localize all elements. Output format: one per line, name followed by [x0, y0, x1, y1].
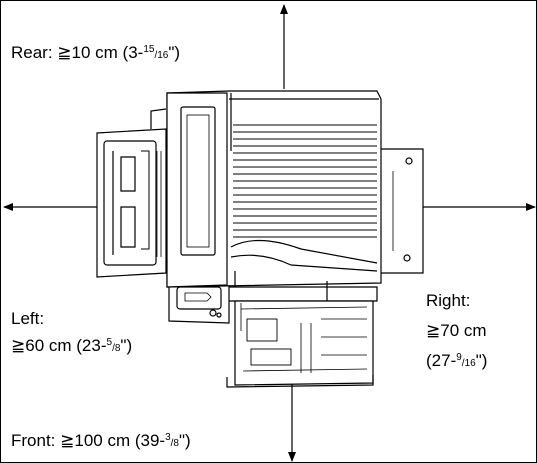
left-clearance-suffix: ") — [120, 336, 133, 355]
right-fraction: 9/16 — [456, 352, 476, 370]
right-fraction-numerator: 9 — [456, 352, 462, 363]
right-clearance-suffix: ") — [475, 351, 488, 370]
right-clearance-title: Right: — [426, 291, 471, 310]
right-fraction-denominator: 16 — [464, 358, 476, 369]
rear-clearance-label: Rear: ≧10 cm (3-15/16") — [11, 43, 180, 66]
left-fraction-numerator: 5 — [106, 337, 113, 348]
rear-clearance-suffix: ") — [168, 43, 181, 62]
left-fraction: 5/8 — [106, 337, 121, 355]
right-clearance-label: Right: ≧70 cm (27-9/16") — [426, 286, 487, 379]
right-clearance-metric: ≧70 cm — [426, 321, 487, 340]
rear-clearance-text: Rear: ≧10 cm (3- — [11, 43, 144, 62]
front-clearance-suffix: ") — [178, 431, 191, 450]
rear-fraction-numerator: 15 — [143, 44, 155, 55]
rear-fraction-denominator: 16 — [157, 50, 169, 61]
right-clearance-text: (27- — [426, 351, 457, 370]
front-fraction-denominator: 8 — [173, 438, 179, 449]
left-fraction-denominator: 8 — [114, 343, 121, 354]
front-clearance-label: Front: ≧100 cm (39-3/8") — [11, 431, 191, 454]
front-fraction: 3/8 — [165, 432, 179, 450]
left-clearance-text: ≧60 cm (23- — [11, 336, 107, 355]
left-clearance-label: Left: ≧60 cm (23-5/8") — [11, 305, 132, 362]
rear-fraction: 15/16 — [143, 44, 169, 62]
printer-drawing — [96, 90, 424, 388]
left-clearance-title: Left: — [11, 309, 45, 328]
front-fraction-numerator: 3 — [165, 432, 171, 443]
front-clearance-text: Front: ≧100 cm (39- — [11, 431, 166, 450]
